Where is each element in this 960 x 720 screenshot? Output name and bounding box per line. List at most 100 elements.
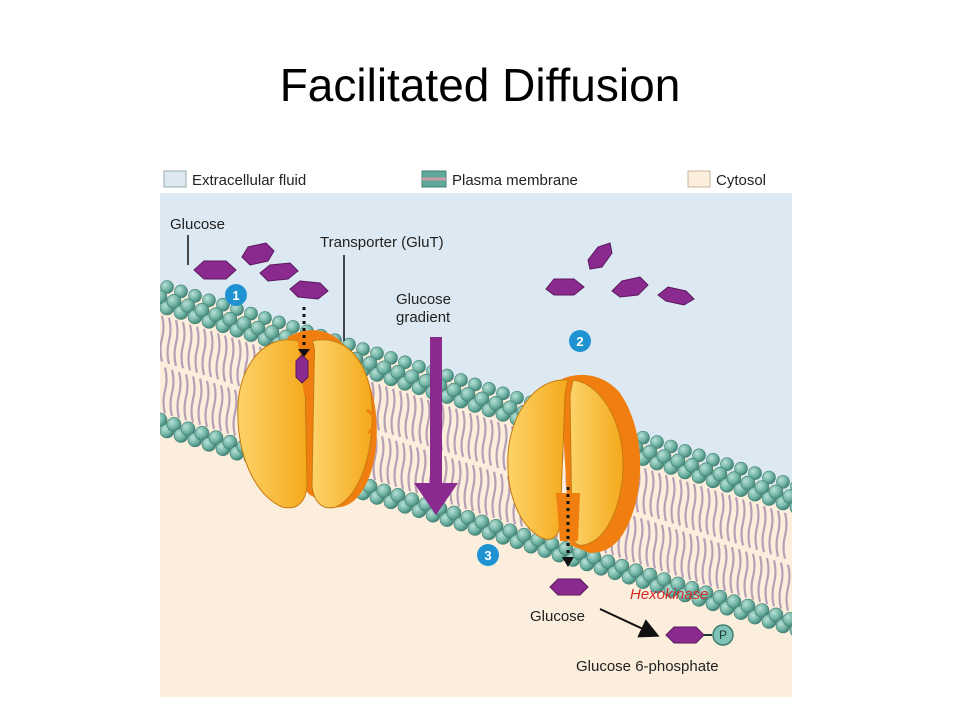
- phospholipid-head: [446, 505, 462, 521]
- phospholipid-tail: [778, 562, 784, 609]
- phospholipid-tail: [460, 410, 466, 458]
- phospholipid-head: [370, 346, 384, 361]
- phospholipid-tail: [390, 388, 396, 436]
- phospholipid-head: [740, 475, 756, 491]
- phospholipid-head: [166, 294, 182, 309]
- phospholipid-head: [208, 307, 224, 323]
- phospholipid-tail: [208, 330, 214, 378]
- phospholipid-tail: [236, 339, 242, 387]
- phospholipid-head: [244, 306, 258, 321]
- phospholipid-tail: [687, 533, 693, 581]
- phospholipid-tail: [183, 374, 189, 421]
- phospholipid-tail: [453, 408, 459, 455]
- phospholipid-head: [684, 581, 700, 596]
- phospholipid-tail: [488, 419, 494, 467]
- phospholipid-tail: [694, 535, 700, 583]
- phospholipid-head: [656, 572, 672, 587]
- phospholipid-tail: [162, 367, 168, 414]
- phospholipid-head: [488, 519, 504, 534]
- phospholipid-head: [390, 365, 406, 380]
- phospholipid-tail: [757, 555, 763, 603]
- legend-label-extracellular: Extracellular fluid: [192, 172, 306, 189]
- phospholipid-head: [160, 280, 174, 294]
- phospholipid-head: [650, 435, 664, 449]
- phospholipid-head: [250, 320, 266, 336]
- phospholipid-head: [664, 439, 678, 454]
- glucose-icon: [193, 260, 237, 280]
- step-number-3: 3: [484, 548, 491, 563]
- phospholipid-head: [376, 360, 392, 376]
- step-number-2: 2: [576, 334, 583, 349]
- phospholipid-head: [762, 470, 776, 485]
- phospholipid-head: [670, 453, 686, 469]
- phospholipid-tail: [232, 389, 238, 437]
- phospholipid-tail: [404, 392, 410, 440]
- phospholipid-head: [734, 461, 748, 476]
- phospholipid-head: [628, 563, 644, 578]
- phospholipid-tail: [474, 415, 480, 462]
- glucose-icon: [611, 276, 649, 298]
- phospholipid-tail: [425, 399, 431, 447]
- phosphate-label: P: [719, 628, 727, 642]
- phospholipid-head: [446, 382, 462, 398]
- phospholipid-head: [376, 483, 392, 499]
- phospholipid-head: [502, 523, 518, 539]
- phospholipid-tail: [176, 371, 182, 419]
- phospholipid-tail: [684, 481, 690, 529]
- phospholipid-tail: [775, 510, 781, 557]
- phospholipid-tail: [173, 319, 179, 367]
- phospholipid-tail: [229, 337, 235, 385]
- phospholipid-head: [706, 452, 720, 467]
- phospholipid-head: [754, 480, 770, 495]
- phospholipid-tail: [502, 423, 508, 471]
- phospholipid-head: [460, 510, 476, 525]
- phospholipid-head: [398, 355, 412, 370]
- step-badges: 1 2 3: [225, 284, 591, 566]
- phospholipid-tail: [495, 421, 501, 469]
- phospholipid-tail: [656, 472, 662, 520]
- phospholipid-head: [222, 311, 238, 327]
- phospholipid-head: [496, 386, 510, 401]
- phospholipid-head: [726, 594, 742, 609]
- phospholipid-tail: [190, 376, 196, 423]
- transport-paths: [298, 307, 574, 567]
- phospholipid-head: [412, 359, 426, 374]
- hexokinase-label: Hexokinase: [630, 586, 708, 603]
- transporter-1: [237, 330, 377, 509]
- phospholipid-tail: [449, 458, 455, 505]
- phospholipid-tail: [666, 526, 672, 574]
- glucose-gradient-arrow: [414, 337, 458, 515]
- phospholipid-tail: [673, 529, 679, 576]
- phospholipid-tail: [376, 384, 382, 431]
- glucose-icon: [241, 242, 275, 266]
- phospholipid-tail: [705, 488, 711, 535]
- phospholipid-head: [194, 425, 210, 441]
- phospholipid-tail: [726, 494, 732, 542]
- phospholipid-head: [216, 297, 230, 312]
- phospholipid-tail: [418, 397, 424, 444]
- phospholipid-head: [180, 298, 196, 314]
- phospholipid-head: [160, 289, 168, 305]
- phospholipid-head: [790, 481, 792, 491]
- phospholipid-head: [726, 471, 742, 486]
- phospholipid-head: [754, 603, 770, 618]
- phospholipid-tail: [680, 531, 686, 578]
- phospholipid-tail: [743, 551, 749, 598]
- step-badge-1: [225, 284, 247, 306]
- phospholipid-head: [684, 458, 700, 473]
- phospholipid-tail: [215, 333, 221, 380]
- phospholipid-head: [160, 412, 168, 428]
- phospholipid-head: [362, 356, 378, 371]
- legend-label-membrane: Plasma membrane: [452, 172, 578, 189]
- extracellular-region: [160, 193, 792, 493]
- glucose-top-label: Glucose: [170, 216, 225, 233]
- phospholipid-tail: [642, 468, 648, 515]
- phospholipid-tail: [677, 479, 683, 526]
- glucose-icon: [295, 354, 309, 384]
- phospholipid-tail: [187, 324, 193, 371]
- phospholipid-tail: [180, 322, 186, 369]
- gradient-label-line1: Glucose: [396, 291, 451, 308]
- phospholipid-head: [768, 484, 784, 500]
- phospholipid-head: [614, 558, 630, 574]
- phospholipid-head: [194, 302, 210, 318]
